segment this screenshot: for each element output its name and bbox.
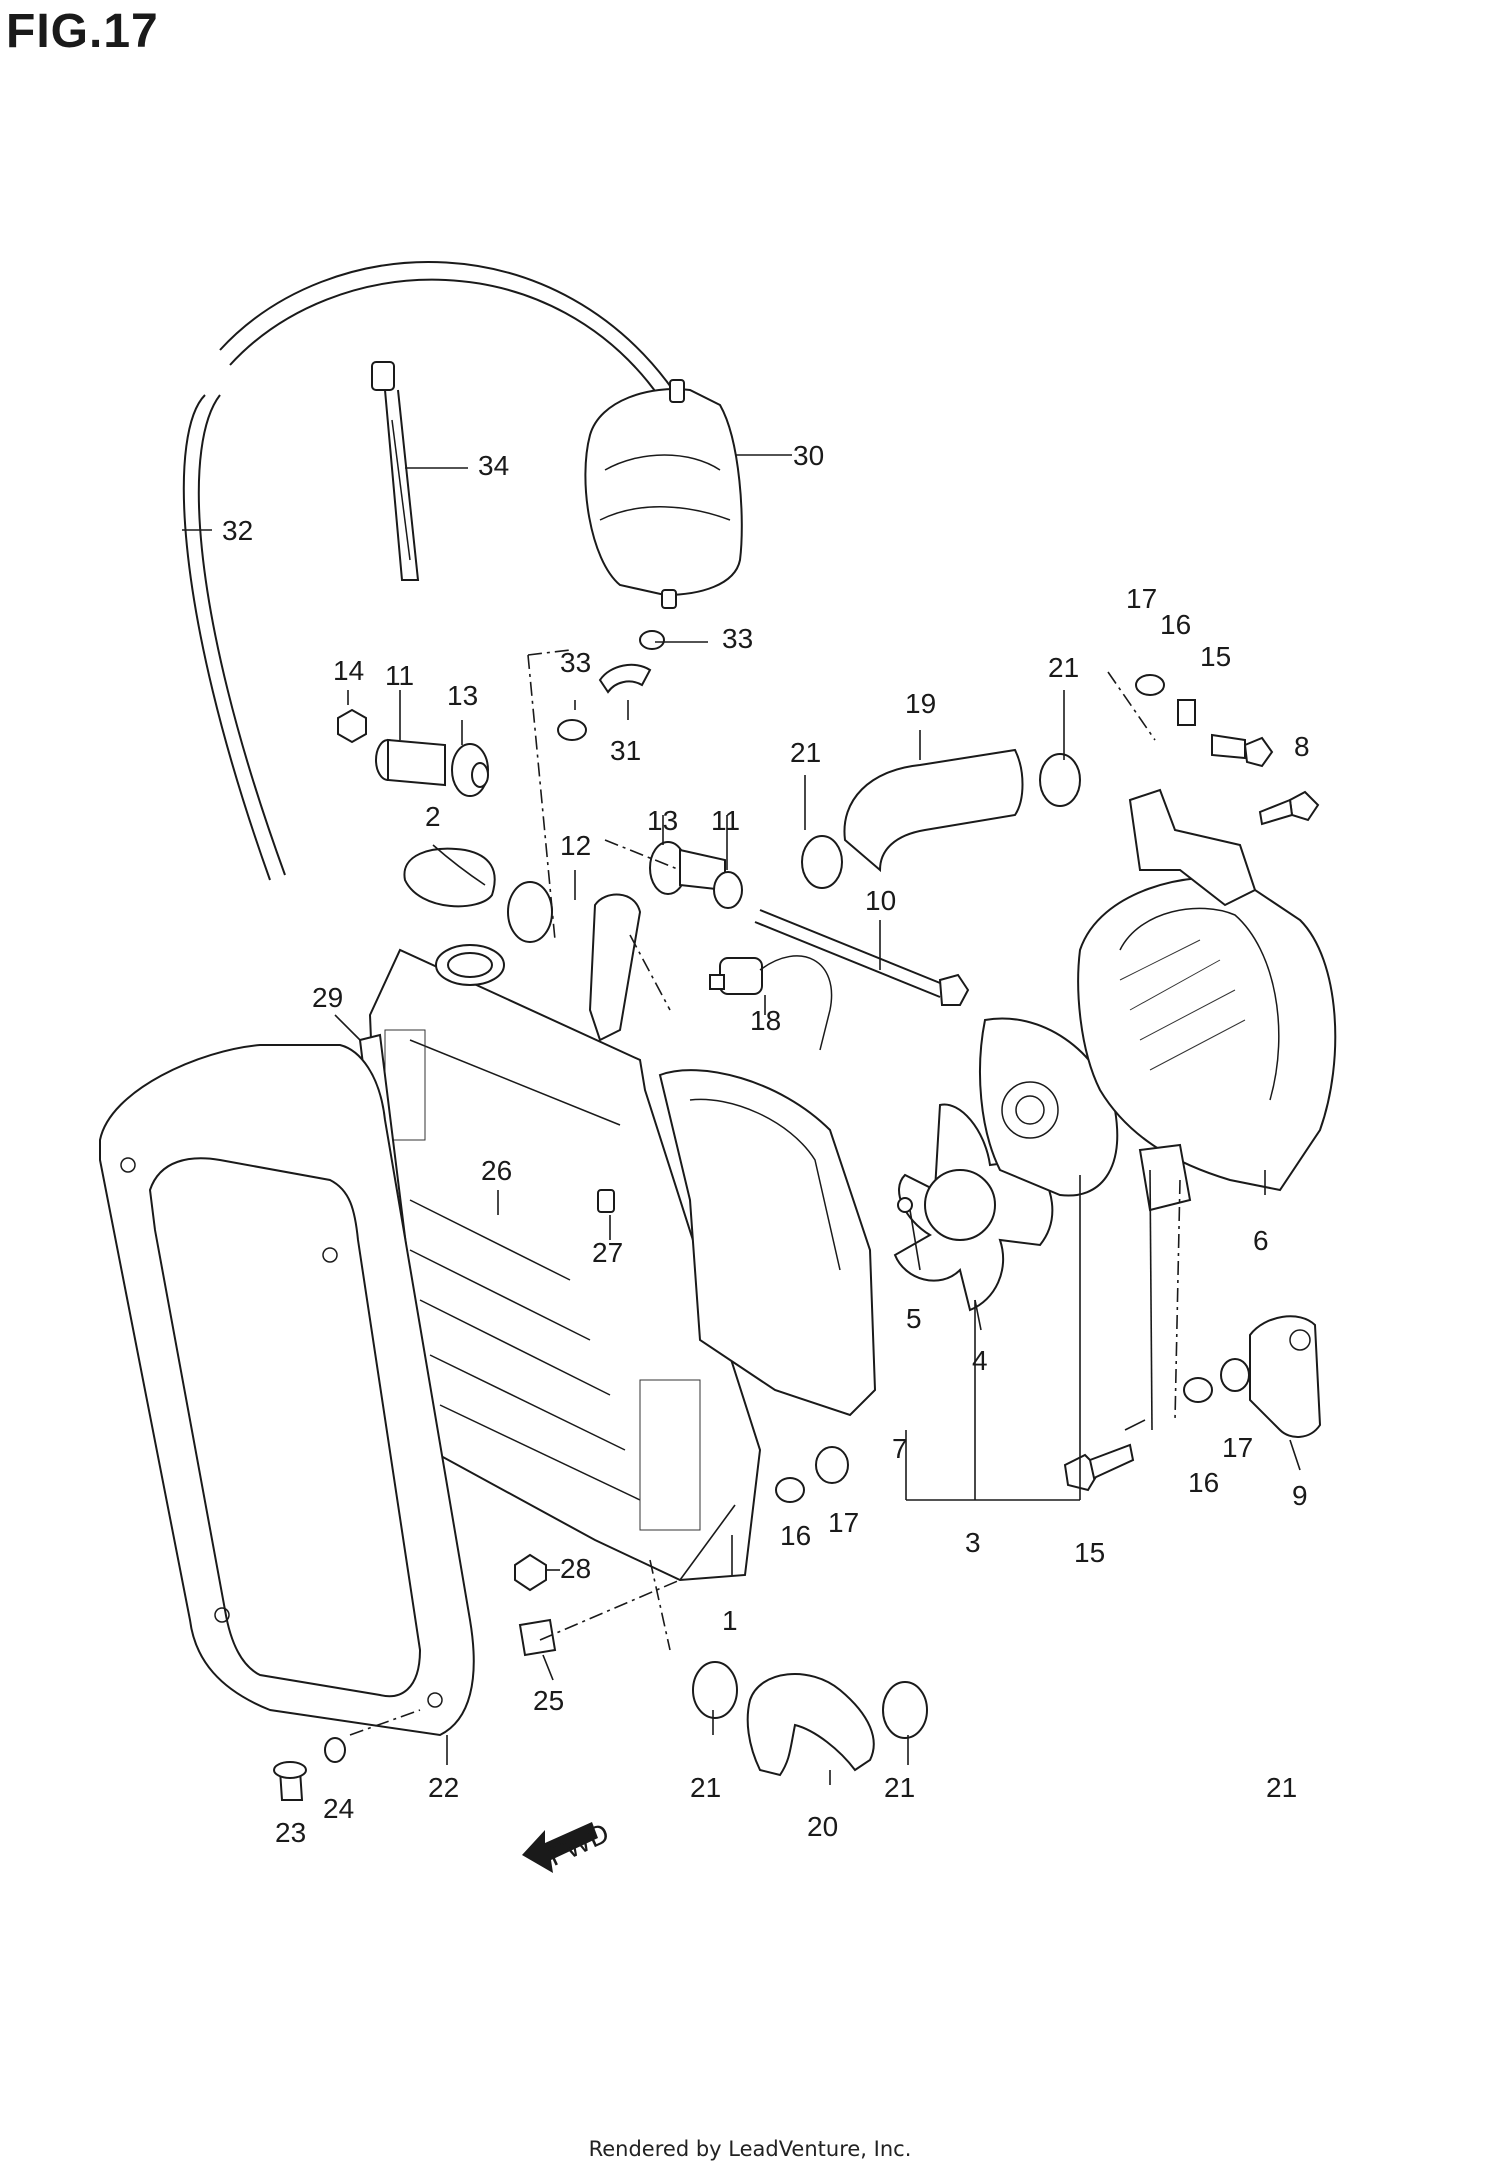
callout-22: 22 — [428, 1772, 459, 1803]
overflow-hose-part-32 — [182, 261, 681, 881]
callout-15b: 15 — [1074, 1537, 1105, 1568]
fan-blade-part-4 — [893, 1103, 1054, 1312]
callout-26: 26 — [481, 1155, 512, 1186]
callout-21b: 21 — [1048, 652, 1079, 683]
mount-hardware-upper-left — [337, 708, 489, 797]
fwd-label: FWD — [543, 1817, 614, 1872]
radiator-cover-part-22 — [99, 1044, 475, 1737]
callout-20: 20 — [807, 1811, 838, 1842]
fan-shroud-part-7 — [658, 1069, 877, 1417]
callout-13a: 13 — [447, 680, 478, 711]
assembly-centerlines — [349, 649, 1181, 1736]
hose-and-clamps-parts-31-33 — [557, 630, 665, 741]
callout-17c: 17 — [828, 1507, 859, 1538]
callout-33a: 33 — [722, 623, 753, 654]
callout-11b: 11 — [711, 805, 740, 836]
render-credit: Rendered by LeadVenture, Inc. — [588, 2137, 912, 2161]
callout-28: 28 — [560, 1553, 591, 1584]
callout-13b: 13 — [647, 805, 678, 836]
callout-33b: 33 — [560, 647, 591, 678]
callout-21e: 21 — [1266, 1772, 1297, 1803]
callout-8: 8 — [1294, 731, 1310, 762]
callout-1: 1 — [722, 1605, 738, 1636]
callout-2: 2 — [425, 801, 441, 832]
radiator-core-part-1 — [368, 944, 762, 1582]
clip-screw-washer-parts-23-24-25 — [273, 1618, 557, 1801]
callout-16c: 16 — [780, 1520, 811, 1551]
callout-14: 14 — [333, 655, 364, 686]
callout-23: 23 — [275, 1817, 306, 1848]
callout-6: 6 — [1253, 1225, 1269, 1256]
tie-strap-part-34 — [371, 361, 420, 581]
callout-19: 19 — [905, 688, 936, 719]
callout-numbers: 1 2 3 4 5 6 7 8 9 10 11 11 12 13 13 14 1… — [222, 440, 1310, 1848]
callout-10: 10 — [865, 885, 896, 916]
callout-3: 3 — [965, 1527, 981, 1558]
callout-21d: 21 — [884, 1772, 915, 1803]
callout-32: 32 — [222, 515, 253, 546]
callout-leader-lines — [182, 454, 1301, 1785]
bracket-part-9 — [1249, 1315, 1322, 1438]
callout-21a: 21 — [790, 737, 821, 768]
callout-17b: 17 — [1222, 1432, 1253, 1463]
callout-9: 9 — [1292, 1480, 1308, 1511]
callout-17a: 17 — [1126, 583, 1157, 614]
small-hardware — [514, 674, 1320, 1592]
fan-cover-part-6 — [1077, 788, 1337, 1212]
screw-part-5 — [897, 1197, 913, 1213]
filler-bracket-part-12 — [507, 881, 642, 1042]
callout-34: 34 — [478, 450, 509, 481]
callout-21c: 21 — [690, 1772, 721, 1803]
callout-24: 24 — [323, 1793, 354, 1824]
callout-16b: 16 — [1188, 1467, 1219, 1498]
callout-29: 29 — [312, 982, 343, 1013]
callout-18: 18 — [750, 1005, 781, 1036]
callout-30: 30 — [793, 440, 824, 471]
callout-7: 7 — [892, 1433, 908, 1464]
callout-25: 25 — [533, 1685, 564, 1716]
callout-16a: 16 — [1160, 609, 1191, 640]
figure-title: FIG.17 — [6, 5, 159, 58]
forward-arrow-indicator: FWD — [522, 1817, 614, 1873]
lower-hose-part-20 — [692, 1661, 928, 1777]
reserve-tank-part-30 — [584, 379, 743, 609]
callout-4: 4 — [972, 1345, 988, 1376]
callout-12: 12 — [560, 830, 591, 861]
callout-11a: 11 — [385, 660, 414, 691]
long-bolt-part-10 — [754, 909, 970, 1006]
callout-27: 27 — [592, 1237, 623, 1268]
callout-31: 31 — [610, 735, 641, 766]
fan-motor-part-3 — [979, 1017, 1119, 1197]
radiator-cap-part-2 — [403, 847, 496, 908]
radiator-hose-part-19 — [801, 748, 1081, 889]
mount-hardware-center — [649, 841, 743, 909]
callout-5: 5 — [906, 1303, 922, 1334]
thermo-switch-part-18 — [709, 955, 833, 1051]
callout-15a: 15 — [1200, 641, 1231, 672]
